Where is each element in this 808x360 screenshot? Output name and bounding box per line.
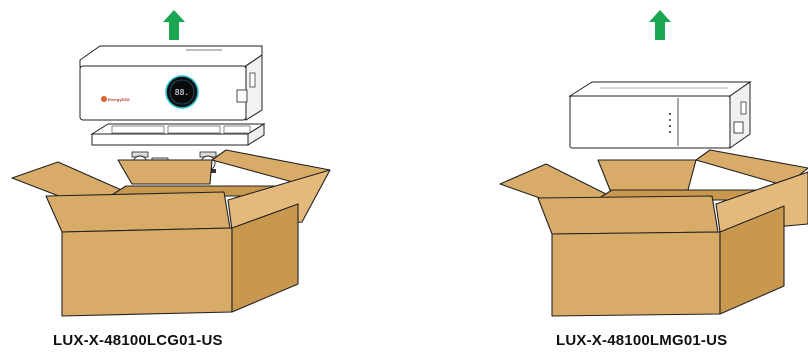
battery-unit-with-display: 88. EnergyESS — [80, 46, 262, 120]
brand-logo-text: EnergyESS — [108, 97, 130, 102]
battery-module — [570, 82, 750, 148]
right-scene — [500, 10, 808, 316]
display-readout: 88. — [175, 88, 189, 97]
base-tray — [92, 124, 264, 145]
left-scene: 88. EnergyESS — [12, 10, 330, 316]
brand-logo: EnergyESS — [101, 96, 130, 102]
cardboard-box-left — [12, 150, 330, 316]
arrow-up-icon — [649, 10, 671, 40]
display-panel: 88. — [166, 76, 198, 108]
cardboard-box-right — [500, 150, 808, 316]
model-caption-right: LUX-X-48100LMG01-US — [556, 332, 727, 349]
model-caption-left: LUX-X-48100LCG01-US — [53, 332, 223, 349]
arrow-up-icon — [163, 10, 185, 40]
